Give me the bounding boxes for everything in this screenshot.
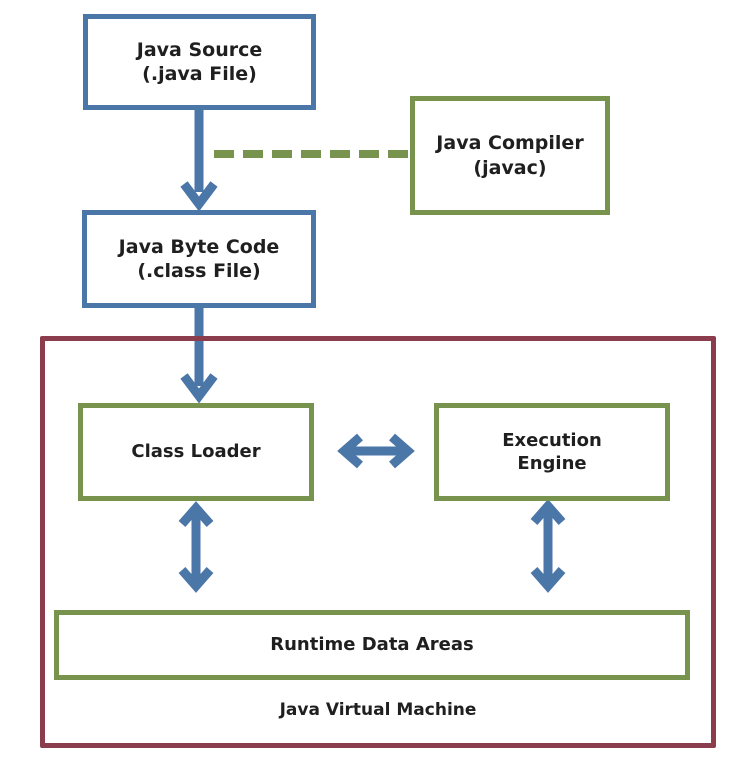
runtime-data-areas-box: Runtime Data Areas bbox=[54, 610, 690, 680]
class-loader-box: Class Loader bbox=[78, 403, 314, 501]
java-source-box: Java Source (.java File) bbox=[83, 14, 316, 110]
byte-code-subtitle: (.class File) bbox=[137, 260, 261, 282]
jvm-container bbox=[40, 336, 716, 748]
execution-engine-box: Execution Engine bbox=[434, 403, 670, 501]
java-source-title: Java Source bbox=[136, 38, 263, 61]
byte-code-box: Java Byte Code (.class File) bbox=[82, 210, 316, 308]
java-source-subtitle: (.java File) bbox=[142, 63, 257, 85]
java-compiler-subtitle: (javac) bbox=[473, 156, 547, 179]
jvm-label: Java Virtual Machine bbox=[279, 700, 477, 720]
arrow-source-to-bytecode bbox=[180, 110, 218, 212]
arrow-classloader-execution bbox=[337, 433, 415, 469]
byte-code-title: Java Byte Code bbox=[118, 235, 280, 258]
java-compiler-title: Java Compiler bbox=[436, 132, 584, 155]
runtime-data-areas-label: Runtime Data Areas bbox=[270, 634, 474, 656]
arrow-classloader-runtime bbox=[178, 501, 214, 593]
execution-engine-title: Execution bbox=[502, 429, 602, 451]
arrow-execution-runtime bbox=[530, 499, 566, 593]
class-loader-label: Class Loader bbox=[131, 441, 261, 463]
execution-engine-subtitle: Engine bbox=[517, 453, 587, 474]
java-compiler-box: Java Compiler (javac) bbox=[410, 96, 610, 215]
arrow-bytecode-to-classloader bbox=[180, 308, 218, 404]
